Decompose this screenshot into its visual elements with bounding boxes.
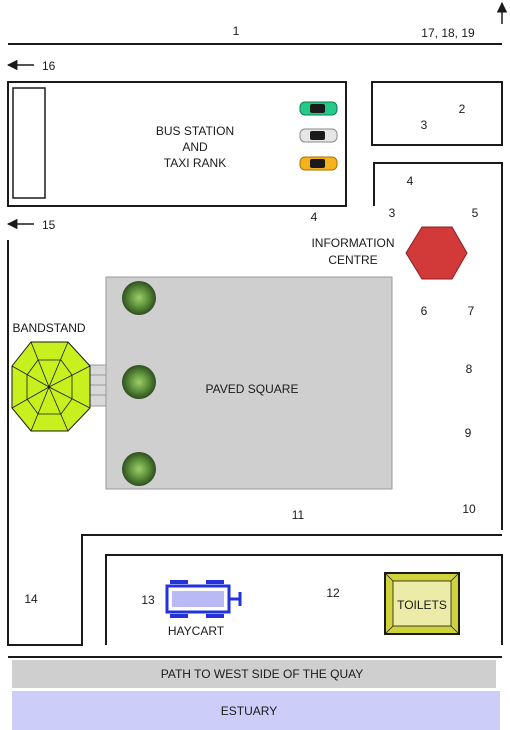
taxi-yellow-icon bbox=[299, 156, 338, 171]
label-14: 14 bbox=[24, 592, 38, 606]
label-3-mid: 3 bbox=[389, 206, 396, 220]
label-10: 10 bbox=[462, 502, 476, 516]
label-11: 11 bbox=[292, 508, 305, 522]
toilets-label: TOILETS bbox=[397, 598, 447, 612]
toilets-icon bbox=[384, 572, 460, 635]
information-centre-hexagon bbox=[405, 226, 468, 280]
label-12: 12 bbox=[326, 586, 340, 600]
information-centre-label-line2: CENTRE bbox=[328, 253, 377, 267]
label-2: 2 bbox=[459, 102, 466, 116]
label-15: 15 bbox=[42, 218, 56, 232]
tree-icon bbox=[122, 365, 156, 399]
label-7: 7 bbox=[468, 304, 475, 318]
bus-station-block bbox=[7, 81, 347, 207]
path-to-west-side bbox=[12, 660, 496, 688]
bus-station-label-line1: BUS STATION bbox=[156, 124, 234, 138]
path-label: PATH TO WEST SIDE OF THE QUAY bbox=[161, 667, 363, 681]
label-5: 5 bbox=[472, 206, 479, 220]
steps bbox=[89, 364, 107, 407]
haycart-label: HAYCART bbox=[168, 624, 225, 638]
label-1: 1 bbox=[233, 24, 240, 38]
information-centre-label-line1: INFORMATION bbox=[311, 236, 394, 250]
label-13: 13 bbox=[141, 593, 155, 607]
label-16: 16 bbox=[42, 59, 56, 73]
estuary bbox=[12, 691, 500, 730]
label-3-top: 3 bbox=[421, 118, 428, 132]
bus-station-label-line3: TAXI RANK bbox=[164, 156, 226, 170]
bandstand-label: BANDSTAND bbox=[12, 321, 85, 335]
bus-station-label-line2: AND bbox=[182, 140, 208, 154]
paved-square-label: PAVED SQUARE bbox=[206, 382, 299, 396]
label-9: 9 bbox=[465, 426, 472, 440]
label-4-right: 4 bbox=[407, 174, 414, 188]
tree-icon bbox=[122, 452, 156, 486]
taxi-white-icon bbox=[299, 128, 338, 143]
park-outline bbox=[7, 240, 502, 646]
estuary-label: ESTUARY bbox=[221, 704, 277, 718]
building-2 bbox=[371, 81, 503, 146]
taxi-green-icon bbox=[299, 101, 338, 116]
right-block-outline bbox=[373, 162, 503, 530]
bandstand-icon bbox=[11, 341, 91, 432]
tree-icon bbox=[122, 281, 156, 315]
label-6: 6 bbox=[421, 304, 428, 318]
label-8: 8 bbox=[466, 362, 473, 376]
haycart-icon bbox=[165, 580, 242, 618]
label-17-18-19: 17, 18, 19 bbox=[421, 26, 475, 40]
inner-lower-block bbox=[105, 554, 503, 645]
label-4-left: 4 bbox=[311, 210, 318, 224]
bus-shelter bbox=[12, 87, 46, 199]
